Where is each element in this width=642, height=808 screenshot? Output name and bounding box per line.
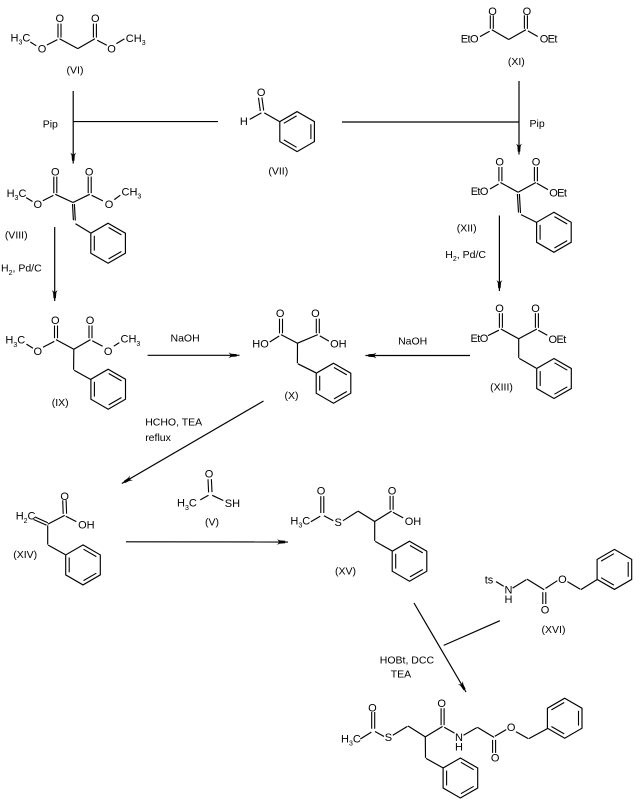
svg-text:O: O — [107, 43, 116, 55]
svg-text:O: O — [205, 469, 214, 481]
svg-text:HCHO, TEA: HCHO, TEA — [145, 417, 202, 429]
svg-text:O: O — [276, 308, 285, 320]
svg-text:O: O — [85, 166, 94, 178]
svg-text:(XIV): (XIV) — [13, 549, 37, 561]
svg-text:(V): (V) — [205, 517, 219, 529]
svg-text:O: O — [507, 722, 516, 734]
svg-text:O: O — [311, 308, 320, 320]
svg-text:S: S — [385, 732, 392, 744]
svg-text:OEt: OEt — [549, 187, 567, 199]
svg-text:H3C: H3C — [290, 515, 310, 529]
svg-text:OEt: OEt — [549, 334, 567, 346]
svg-text:O: O — [523, 6, 532, 18]
svg-text:O: O — [105, 199, 114, 211]
svg-text:(XII): (XII) — [457, 222, 477, 234]
svg-text:H3C: H3C — [11, 32, 31, 46]
svg-text:O: O — [34, 346, 43, 358]
svg-text:O: O — [541, 605, 550, 617]
svg-text:OH: OH — [330, 338, 347, 350]
svg-text:CH3: CH3 — [126, 33, 146, 47]
svg-text:Pip: Pip — [530, 118, 545, 130]
svg-text:O: O — [257, 87, 266, 99]
svg-text:O: O — [495, 303, 504, 315]
svg-text:O: O — [51, 166, 60, 178]
svg-text:H: H — [240, 116, 248, 128]
svg-text:O: O — [488, 6, 497, 18]
svg-text:N: N — [505, 585, 513, 597]
svg-text:NaOH: NaOH — [171, 332, 200, 344]
svg-text:reflux: reflux — [145, 432, 171, 444]
svg-text:CH3: CH3 — [121, 334, 141, 348]
svg-text:EtO: EtO — [461, 34, 479, 46]
svg-text:OH: OH — [405, 516, 422, 528]
svg-text:H: H — [455, 742, 463, 754]
svg-text:(XIII): (XIII) — [490, 381, 513, 393]
svg-text:H2C: H2C — [16, 511, 36, 525]
svg-text:H2, Pd/C: H2, Pd/C — [1, 263, 42, 277]
svg-text:NaOH: NaOH — [398, 336, 427, 348]
svg-text:(IX): (IX) — [52, 397, 69, 409]
svg-text:HO: HO — [252, 338, 269, 350]
svg-text:H3C: H3C — [5, 335, 25, 349]
svg-text:ts: ts — [485, 574, 494, 586]
svg-text:H2, Pd/C: H2, Pd/C — [445, 249, 486, 263]
svg-text:(X): (X) — [285, 390, 299, 402]
svg-text:O: O — [56, 13, 65, 25]
svg-text:O: O — [38, 43, 47, 55]
svg-text:O: O — [317, 486, 326, 498]
svg-text:O: O — [104, 346, 113, 358]
svg-text:OH: OH — [78, 520, 95, 532]
svg-text:SH: SH — [225, 498, 240, 510]
svg-text:O: O — [51, 315, 60, 327]
svg-text:H: H — [505, 594, 513, 606]
svg-text:O: O — [437, 698, 446, 710]
svg-text:H3C: H3C — [341, 733, 361, 747]
svg-text:N: N — [455, 732, 463, 744]
svg-text:(VIII): (VIII) — [5, 229, 28, 241]
svg-text:O: O — [388, 485, 397, 497]
svg-text:(VII): (VII) — [268, 166, 288, 178]
svg-text:(XV): (XV) — [335, 566, 356, 578]
svg-text:(XI): (XI) — [508, 56, 525, 68]
svg-text:EtO: EtO — [471, 333, 489, 345]
svg-text:O: O — [491, 753, 500, 765]
svg-text:(XVI): (XVI) — [542, 624, 566, 636]
svg-text:O: O — [86, 315, 95, 327]
svg-text:Pip: Pip — [43, 118, 58, 130]
svg-text:S: S — [335, 517, 342, 529]
svg-text:O: O — [34, 199, 43, 211]
svg-text:H3C: H3C — [177, 498, 197, 512]
svg-text:O: O — [495, 157, 504, 169]
svg-text:H3C: H3C — [7, 188, 27, 202]
svg-text:O: O — [91, 13, 100, 25]
svg-text:O: O — [60, 491, 69, 503]
svg-text:CH3: CH3 — [122, 187, 142, 201]
svg-text:O: O — [558, 574, 567, 586]
svg-text:(VI): (VI) — [67, 65, 84, 77]
svg-text:O: O — [368, 703, 377, 715]
svg-text:O: O — [532, 157, 541, 169]
svg-text:O: O — [531, 303, 540, 315]
svg-text:EtO: EtO — [471, 186, 489, 198]
svg-text:OEt: OEt — [540, 34, 558, 46]
svg-text:TEA: TEA — [391, 668, 411, 680]
svg-text:HOBt, DCC: HOBt, DCC — [380, 654, 435, 666]
